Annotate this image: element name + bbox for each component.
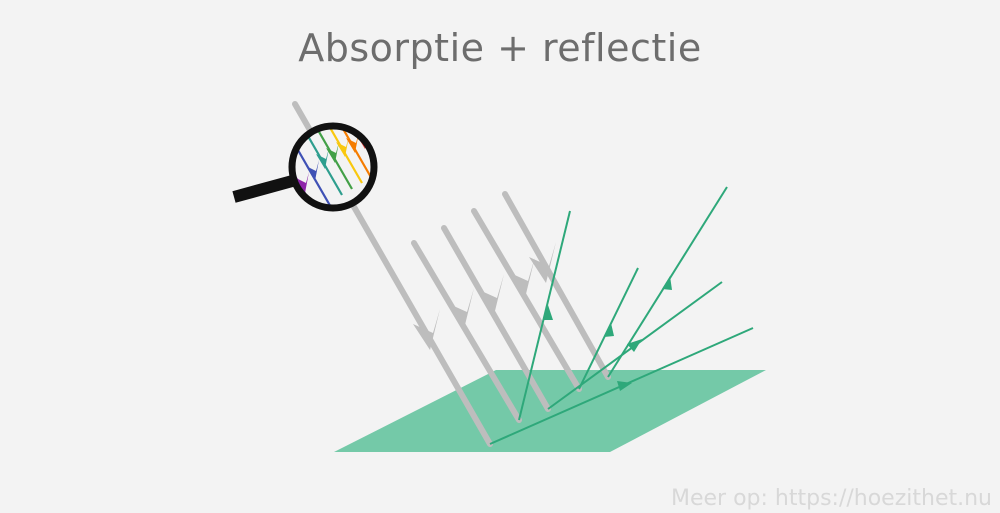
spectrum-arrowhead-blue bbox=[306, 160, 319, 181]
spectrum-arrowhead-violet bbox=[296, 172, 309, 193]
magnifying-glass-icon bbox=[232, 122, 378, 212]
incoming-ray-3 bbox=[441, 225, 551, 412]
reflected-arrowhead bbox=[662, 276, 672, 290]
incoming-ray-2 bbox=[411, 240, 522, 423]
incoming-ray-arrowheads bbox=[413, 242, 556, 350]
incoming-ray-5 bbox=[502, 191, 611, 380]
spectrum-line-violet bbox=[293, 144, 323, 207]
source-footer: Meer op: https://hoezithet.nu bbox=[671, 486, 992, 511]
incoming-arrowhead bbox=[413, 309, 440, 350]
reflected-arrowhead bbox=[543, 305, 553, 320]
spectrum-arrowhead-green bbox=[326, 142, 339, 163]
incoming-arrowhead bbox=[529, 242, 556, 283]
incoming-arrowhead bbox=[477, 274, 504, 315]
incoming-ray-4 bbox=[471, 208, 582, 392]
incoming-arrowhead bbox=[508, 257, 535, 298]
reflected-arrowhead bbox=[627, 339, 642, 352]
reflected-ray-arrowheads bbox=[543, 276, 672, 391]
magnifier-handle bbox=[232, 174, 298, 203]
magnifier-lens-rim bbox=[288, 122, 378, 212]
spectrum-arrowhead-teal bbox=[316, 148, 329, 169]
reflected-arrowhead bbox=[604, 323, 614, 337]
reflected-arrowhead bbox=[617, 381, 632, 391]
diagram-title: Absorptie + reflectie bbox=[298, 26, 702, 70]
incoming-arrowhead bbox=[447, 288, 474, 329]
spectrum-arrowhead-orange bbox=[346, 132, 359, 153]
spectrum-arrowhead-yellow bbox=[336, 136, 349, 157]
